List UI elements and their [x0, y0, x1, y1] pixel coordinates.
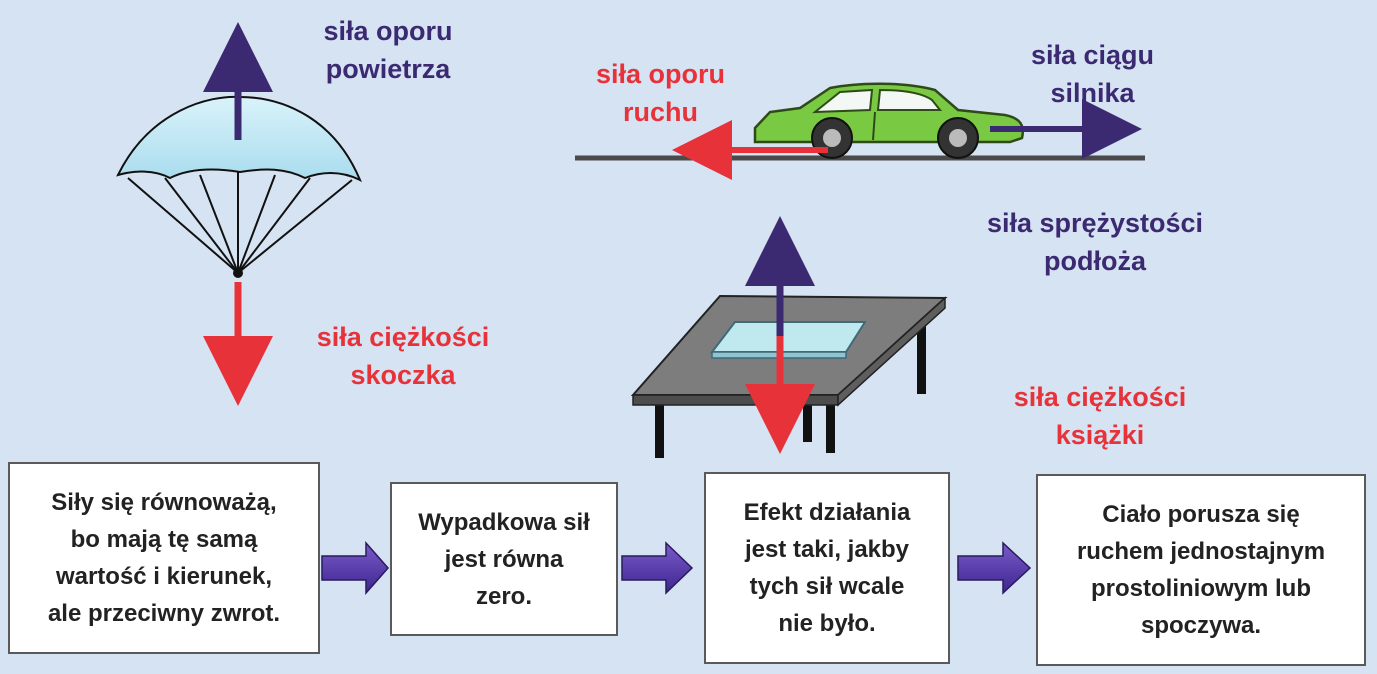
flow-arrows: [321, 541, 1032, 595]
parachute-lines: [127, 170, 353, 274]
label-motion-resistance: siła oporu ruchu: [595, 59, 725, 127]
table-illustration: [630, 294, 948, 458]
flow-box-uniform-motion: Ciało porusza się ruchem jednostajnym pr…: [1036, 474, 1366, 666]
car-window-front: [812, 88, 874, 114]
flow-box-resultant-zero: Wypadkowa sił jest równa zero.: [390, 482, 618, 636]
flow-box-forces-balance: Siły się równoważą, bo mają tę samą wart…: [8, 462, 320, 654]
car-window-rear: [876, 88, 943, 111]
label-surface-elasticity: siła sprężystości podłoża: [986, 208, 1204, 276]
parachute-harness: [233, 268, 243, 278]
flow-arrow-2: [621, 541, 694, 595]
book: [709, 321, 867, 353]
table-top-edge: [632, 394, 839, 406]
flow-arrow-1: [321, 541, 389, 595]
car-illustration: [753, 82, 1024, 159]
label-book-gravity: siła ciężkości książki: [1013, 382, 1187, 450]
label-jumper-gravity: siła ciężkości skoczka: [316, 322, 490, 390]
table-leg: [917, 322, 926, 394]
label-air-resistance: siła oporu powietrza: [323, 16, 453, 84]
flow-arrow-3: [957, 541, 1032, 595]
table-leg: [655, 400, 664, 458]
flow-box-no-effect: Efekt działania jest taki, jakby tych si…: [704, 472, 950, 664]
table-top-side: [837, 296, 946, 407]
table-leg: [803, 400, 812, 442]
table-leg: [826, 398, 835, 453]
label-engine-thrust: siła ciągu silnika: [1030, 40, 1155, 108]
